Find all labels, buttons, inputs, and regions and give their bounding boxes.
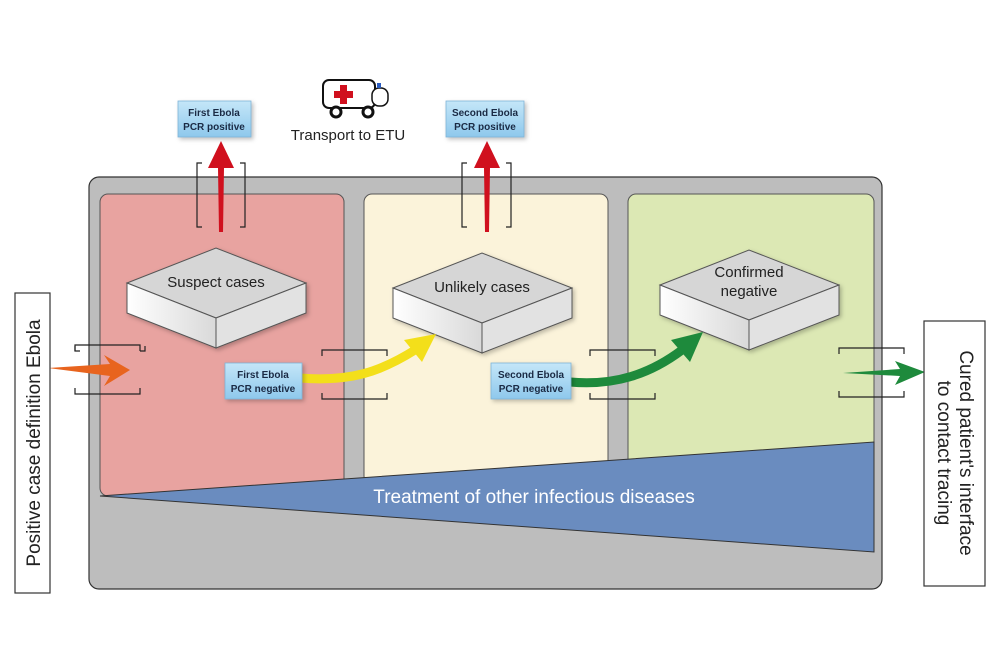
- label-first-negative: First Ebola PCR negative: [224, 362, 303, 400]
- exit-label-line2: to contact tracing: [933, 381, 954, 526]
- box-confirmed-negative: [658, 249, 841, 351]
- bracket-gate2-top: [589, 349, 656, 356]
- svg-text:First Ebola: First Ebola: [188, 108, 240, 119]
- box-confirmed-label-line2: negative: [721, 283, 778, 300]
- treatment-label: Treatment of other infectious diseases: [373, 487, 694, 508]
- bracket-gate1-top: [321, 349, 388, 356]
- arrow-first-positive: [208, 141, 234, 232]
- box-unlikely-label: Unlikely cases: [434, 279, 530, 296]
- svg-text:PCR positive: PCR positive: [183, 122, 245, 133]
- entry-label: Positive case definition Ebola: [24, 319, 45, 567]
- svg-text:PCR positive: PCR positive: [454, 122, 516, 133]
- bracket-gate2-bottom: [589, 393, 656, 400]
- svg-text:PCR negative: PCR negative: [499, 384, 564, 395]
- svg-text:Second Ebola: Second Ebola: [452, 108, 519, 119]
- exit-label-line1: Cured patient's interface: [955, 350, 976, 555]
- treatment-wedge: [99, 441, 875, 553]
- bracket-top1-right: [240, 162, 246, 228]
- box-suspect: [125, 247, 308, 349]
- bracket-gate1-bottom: [321, 393, 388, 400]
- bracket-entry-top: [74, 344, 141, 351]
- box-unlikely: [391, 252, 574, 354]
- arrow-first-negative: [299, 334, 436, 384]
- transport-label: Transport to ETU: [291, 127, 405, 144]
- bracket-top1-left: [196, 162, 202, 228]
- label-second-negative: Second Ebola PCR negative: [490, 362, 572, 400]
- bracket-top2-right: [506, 162, 512, 228]
- bracket-entry-bottom: [74, 388, 141, 395]
- box-confirmed-label-line1: Confirmed: [714, 264, 783, 281]
- arrow-entry: [48, 355, 130, 386]
- arrow-exit: [843, 361, 925, 385]
- label-second-positive: Second Ebola PCR positive: [445, 100, 525, 138]
- bracket-exit-bottom: [838, 391, 905, 398]
- arrow-second-positive: [474, 141, 500, 232]
- exit-box: [923, 320, 986, 587]
- entry-box: [14, 292, 51, 594]
- svg-text:PCR negative: PCR negative: [231, 384, 296, 395]
- bracket-top2-left: [461, 162, 467, 228]
- svg-text:Second Ebola: Second Ebola: [498, 370, 565, 381]
- box-suspect-label: Suspect cases: [167, 274, 265, 291]
- label-first-positive: First Ebola PCR positive: [177, 100, 252, 138]
- ambulance-icon: [322, 79, 389, 119]
- svg-text:First Ebola: First Ebola: [237, 370, 289, 381]
- bracket-exit-top: [838, 347, 905, 354]
- arrow-second-negative: [569, 332, 703, 388]
